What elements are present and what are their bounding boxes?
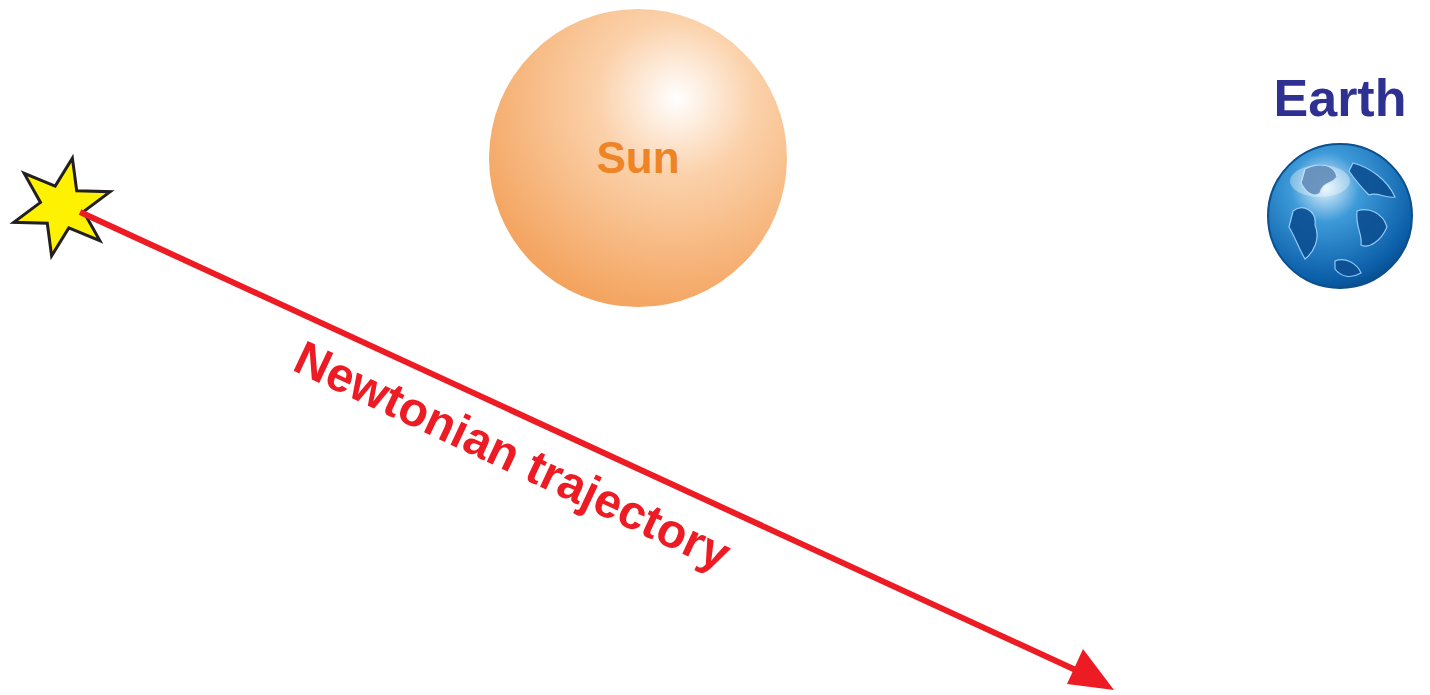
- trajectory-label: Newtonian trajectory: [287, 333, 737, 579]
- star-shape: [9, 149, 116, 265]
- globe-land: [1335, 260, 1361, 277]
- sun-circle: Sun: [488, 8, 788, 308]
- globe-icon: [1265, 141, 1415, 291]
- globe-ocean: [1268, 144, 1412, 288]
- trajectory-arrowhead: [1067, 649, 1114, 690]
- star-symbol: [9, 149, 116, 265]
- node-heading: Earth: [1274, 70, 1407, 127]
- globe-land: [1357, 210, 1387, 246]
- sun-fill: [489, 9, 787, 307]
- globe-highlight: [1290, 165, 1350, 197]
- earth-globe: Earth: [1255, 70, 1425, 305]
- globe-land: [1289, 208, 1317, 259]
- node-label: Sun: [596, 133, 679, 183]
- globe-land: [1349, 163, 1395, 197]
